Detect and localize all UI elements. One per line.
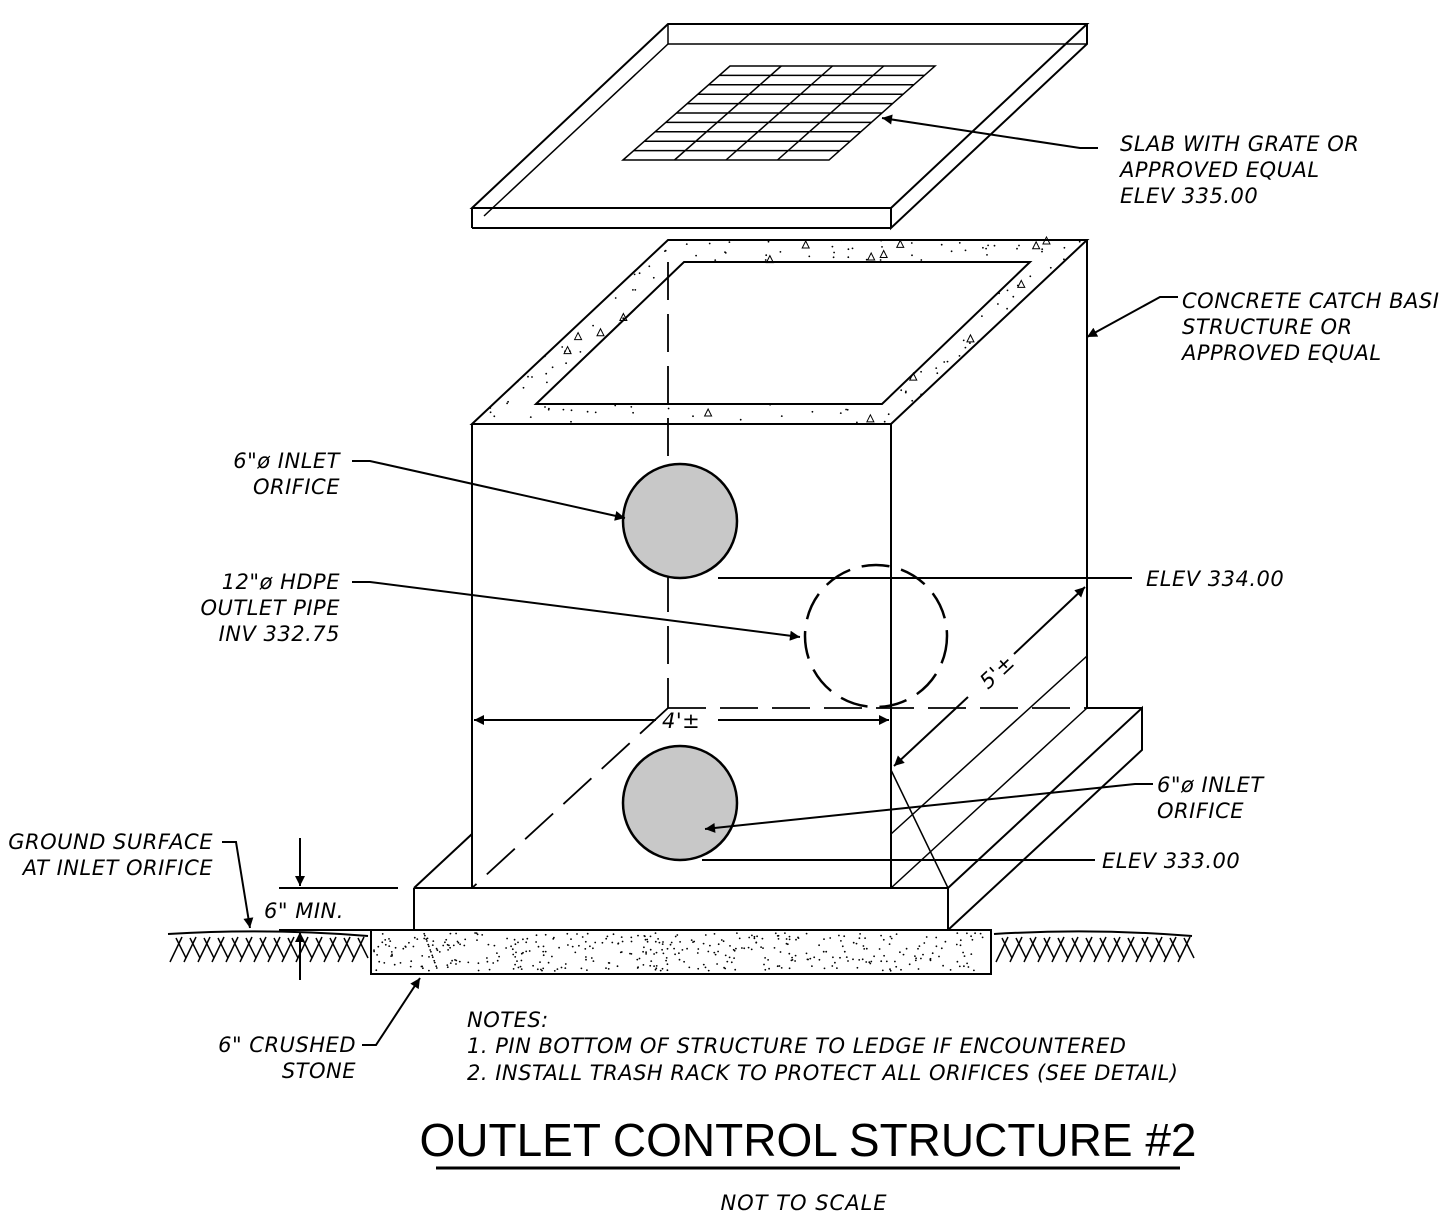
elev-333-label: ELEV 333.00 <box>1102 849 1240 873</box>
lower-inlet-label-line2: ORIFICE <box>1157 799 1244 823</box>
depth-dimension-label: 5'± <box>975 650 1019 694</box>
base-footing <box>413 655 1143 931</box>
width-dimension-label: 4'± <box>662 709 700 733</box>
depth-dimension: 5'± <box>893 586 1086 767</box>
upper-inlet-label-line2: ORIFICE <box>253 475 340 499</box>
drawing-title: OUTLET CONTROL STRUCTURE #2 <box>420 1114 1197 1166</box>
notes-heading: NOTES: <box>467 1008 549 1032</box>
crushed-stone-layer <box>370 929 992 975</box>
top-slab <box>469 23 1090 231</box>
note-2: 2. INSTALL TRASH RACK TO PROTECT ALL ORI… <box>467 1061 1179 1085</box>
width-dimension: 4'± <box>474 709 889 733</box>
lower-inlet-orifice <box>621 744 739 862</box>
basin-label-line1: CONCRETE CATCH BASIN <box>1182 289 1439 313</box>
ground-label-line1: GROUND SURFACE <box>8 830 213 854</box>
leaders <box>222 114 1178 1046</box>
outlet-label-line1: 12"ø HDPE <box>222 570 341 594</box>
slab-label-line3: ELEV 335.00 <box>1120 184 1258 208</box>
rim-concrete-texture <box>489 235 1081 424</box>
lower-inlet-label-line1: 6"ø INLET <box>1157 773 1265 797</box>
outlet-pipe-hidden <box>803 563 949 709</box>
basin-label-line3: APPROVED EQUAL <box>1180 341 1382 365</box>
slab-label-line1: SLAB WITH GRATE OR <box>1120 132 1359 156</box>
upper-inlet-orifice <box>621 462 739 580</box>
slab-label-line2: APPROVED EQUAL <box>1118 158 1320 182</box>
ground-hatch-right <box>993 930 1195 963</box>
min-depth-dimension <box>279 838 398 980</box>
elev-334-label: ELEV 334.00 <box>1146 567 1284 591</box>
upper-inlet-label-line1: 6"ø INLET <box>233 449 341 473</box>
note-1: 1. PIN BOTTOM OF STRUCTURE TO LEDGE IF E… <box>467 1034 1126 1058</box>
ground-hatch-left <box>167 930 369 963</box>
ground-label-line2: AT INLET ORIFICE <box>21 856 213 880</box>
stone-label-line1: 6" CRUSHED <box>218 1033 356 1057</box>
min-depth-label: 6" MIN. <box>264 899 344 923</box>
stone-label-line2: STONE <box>282 1059 356 1083</box>
drawing-subtitle: NOT TO SCALE <box>720 1191 887 1215</box>
outlet-label-line2: OUTLET PIPE <box>201 596 341 620</box>
catch-basin <box>469 239 1090 889</box>
basin-label-line2: STRUCTURE OR <box>1182 315 1353 339</box>
grate <box>621 65 937 161</box>
outlet-label-line3: INV 332.75 <box>219 622 340 646</box>
